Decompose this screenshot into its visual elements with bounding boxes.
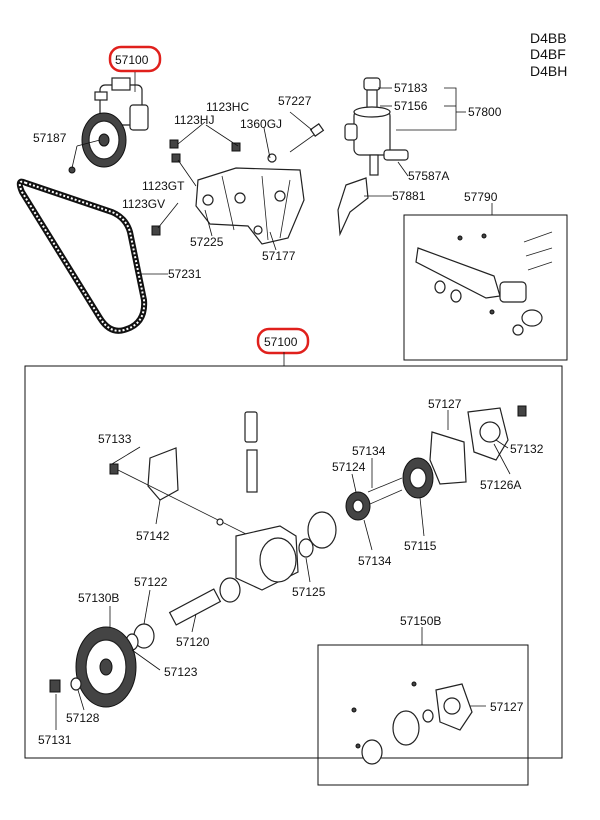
engine-code-3: D4BH bbox=[530, 63, 567, 79]
callout-57115: 57115 bbox=[404, 539, 437, 553]
callout-57183: 57183 bbox=[394, 81, 428, 95]
callout-57131: 57131 bbox=[38, 733, 72, 747]
callout-57134-lower: 57134 bbox=[358, 554, 392, 568]
engine-code-2: D4BF bbox=[530, 46, 566, 62]
callout-1360GJ: 1360GJ bbox=[240, 117, 282, 131]
callout-57127-upper: 57127 bbox=[428, 397, 462, 411]
highlight-oval-top bbox=[108, 45, 162, 73]
callout-57142: 57142 bbox=[136, 529, 170, 543]
drive-belt-illustration bbox=[16, 178, 148, 334]
callout-57150B: 57150B bbox=[400, 614, 441, 628]
callout-1123HC: 1123HC bbox=[206, 100, 249, 114]
callout-labels: 57100 57187 1123HC 57227 1123HJ 1360GJ 1… bbox=[33, 53, 544, 747]
pump-assembly-illustration bbox=[68, 77, 149, 174]
pump-exploded-illustration bbox=[49, 405, 527, 708]
callout-57225: 57225 bbox=[190, 235, 224, 249]
callout-57187: 57187 bbox=[33, 131, 67, 145]
callout-1123GT: 1123GT bbox=[142, 179, 185, 193]
callout-57120: 57120 bbox=[176, 635, 210, 649]
callout-57134-upper: 57134 bbox=[352, 444, 386, 458]
callout-57126A: 57126A bbox=[480, 478, 521, 492]
callout-57130B: 57130B bbox=[78, 591, 119, 605]
callout-1123HJ: 1123HJ bbox=[174, 113, 214, 127]
callout-1123GV: 1123GV bbox=[122, 197, 165, 211]
callout-57133: 57133 bbox=[98, 432, 132, 446]
box-57150B bbox=[317, 644, 529, 786]
box-57100 bbox=[24, 365, 563, 759]
callout-57123: 57123 bbox=[164, 665, 198, 679]
callout-57881: 57881 bbox=[392, 189, 426, 203]
callout-57125: 57125 bbox=[292, 585, 326, 599]
reservoir-illustration bbox=[337, 77, 409, 237]
callout-57132: 57132 bbox=[510, 442, 544, 456]
callout-57100-mid: 57100 bbox=[264, 335, 298, 349]
highlight-oval-mid bbox=[256, 327, 310, 355]
callout-57587A: 57587A bbox=[408, 169, 449, 183]
engine-code-1: D4BB bbox=[530, 30, 567, 46]
callout-57231: 57231 bbox=[168, 267, 202, 281]
engine-codes: D4BB D4BF D4BH bbox=[530, 30, 567, 79]
upper-leader-lines bbox=[71, 72, 493, 366]
callout-57177: 57177 bbox=[262, 249, 296, 263]
callout-57100-top: 57100 bbox=[115, 53, 149, 67]
main-leader-lines bbox=[55, 410, 511, 730]
bracket-illustration bbox=[151, 123, 325, 245]
callout-57800: 57800 bbox=[468, 105, 502, 119]
callout-57127-lower: 57127 bbox=[490, 700, 524, 714]
callout-57227: 57227 bbox=[278, 94, 312, 108]
valve-kit-illustration bbox=[415, 231, 553, 336]
callout-57128: 57128 bbox=[66, 711, 100, 725]
callout-57156: 57156 bbox=[394, 99, 428, 113]
box-57790 bbox=[403, 214, 568, 361]
callout-57790: 57790 bbox=[464, 190, 498, 204]
gasket-kit-illustration bbox=[351, 681, 473, 765]
callout-57124: 57124 bbox=[332, 460, 366, 474]
callout-57122: 57122 bbox=[134, 575, 168, 589]
